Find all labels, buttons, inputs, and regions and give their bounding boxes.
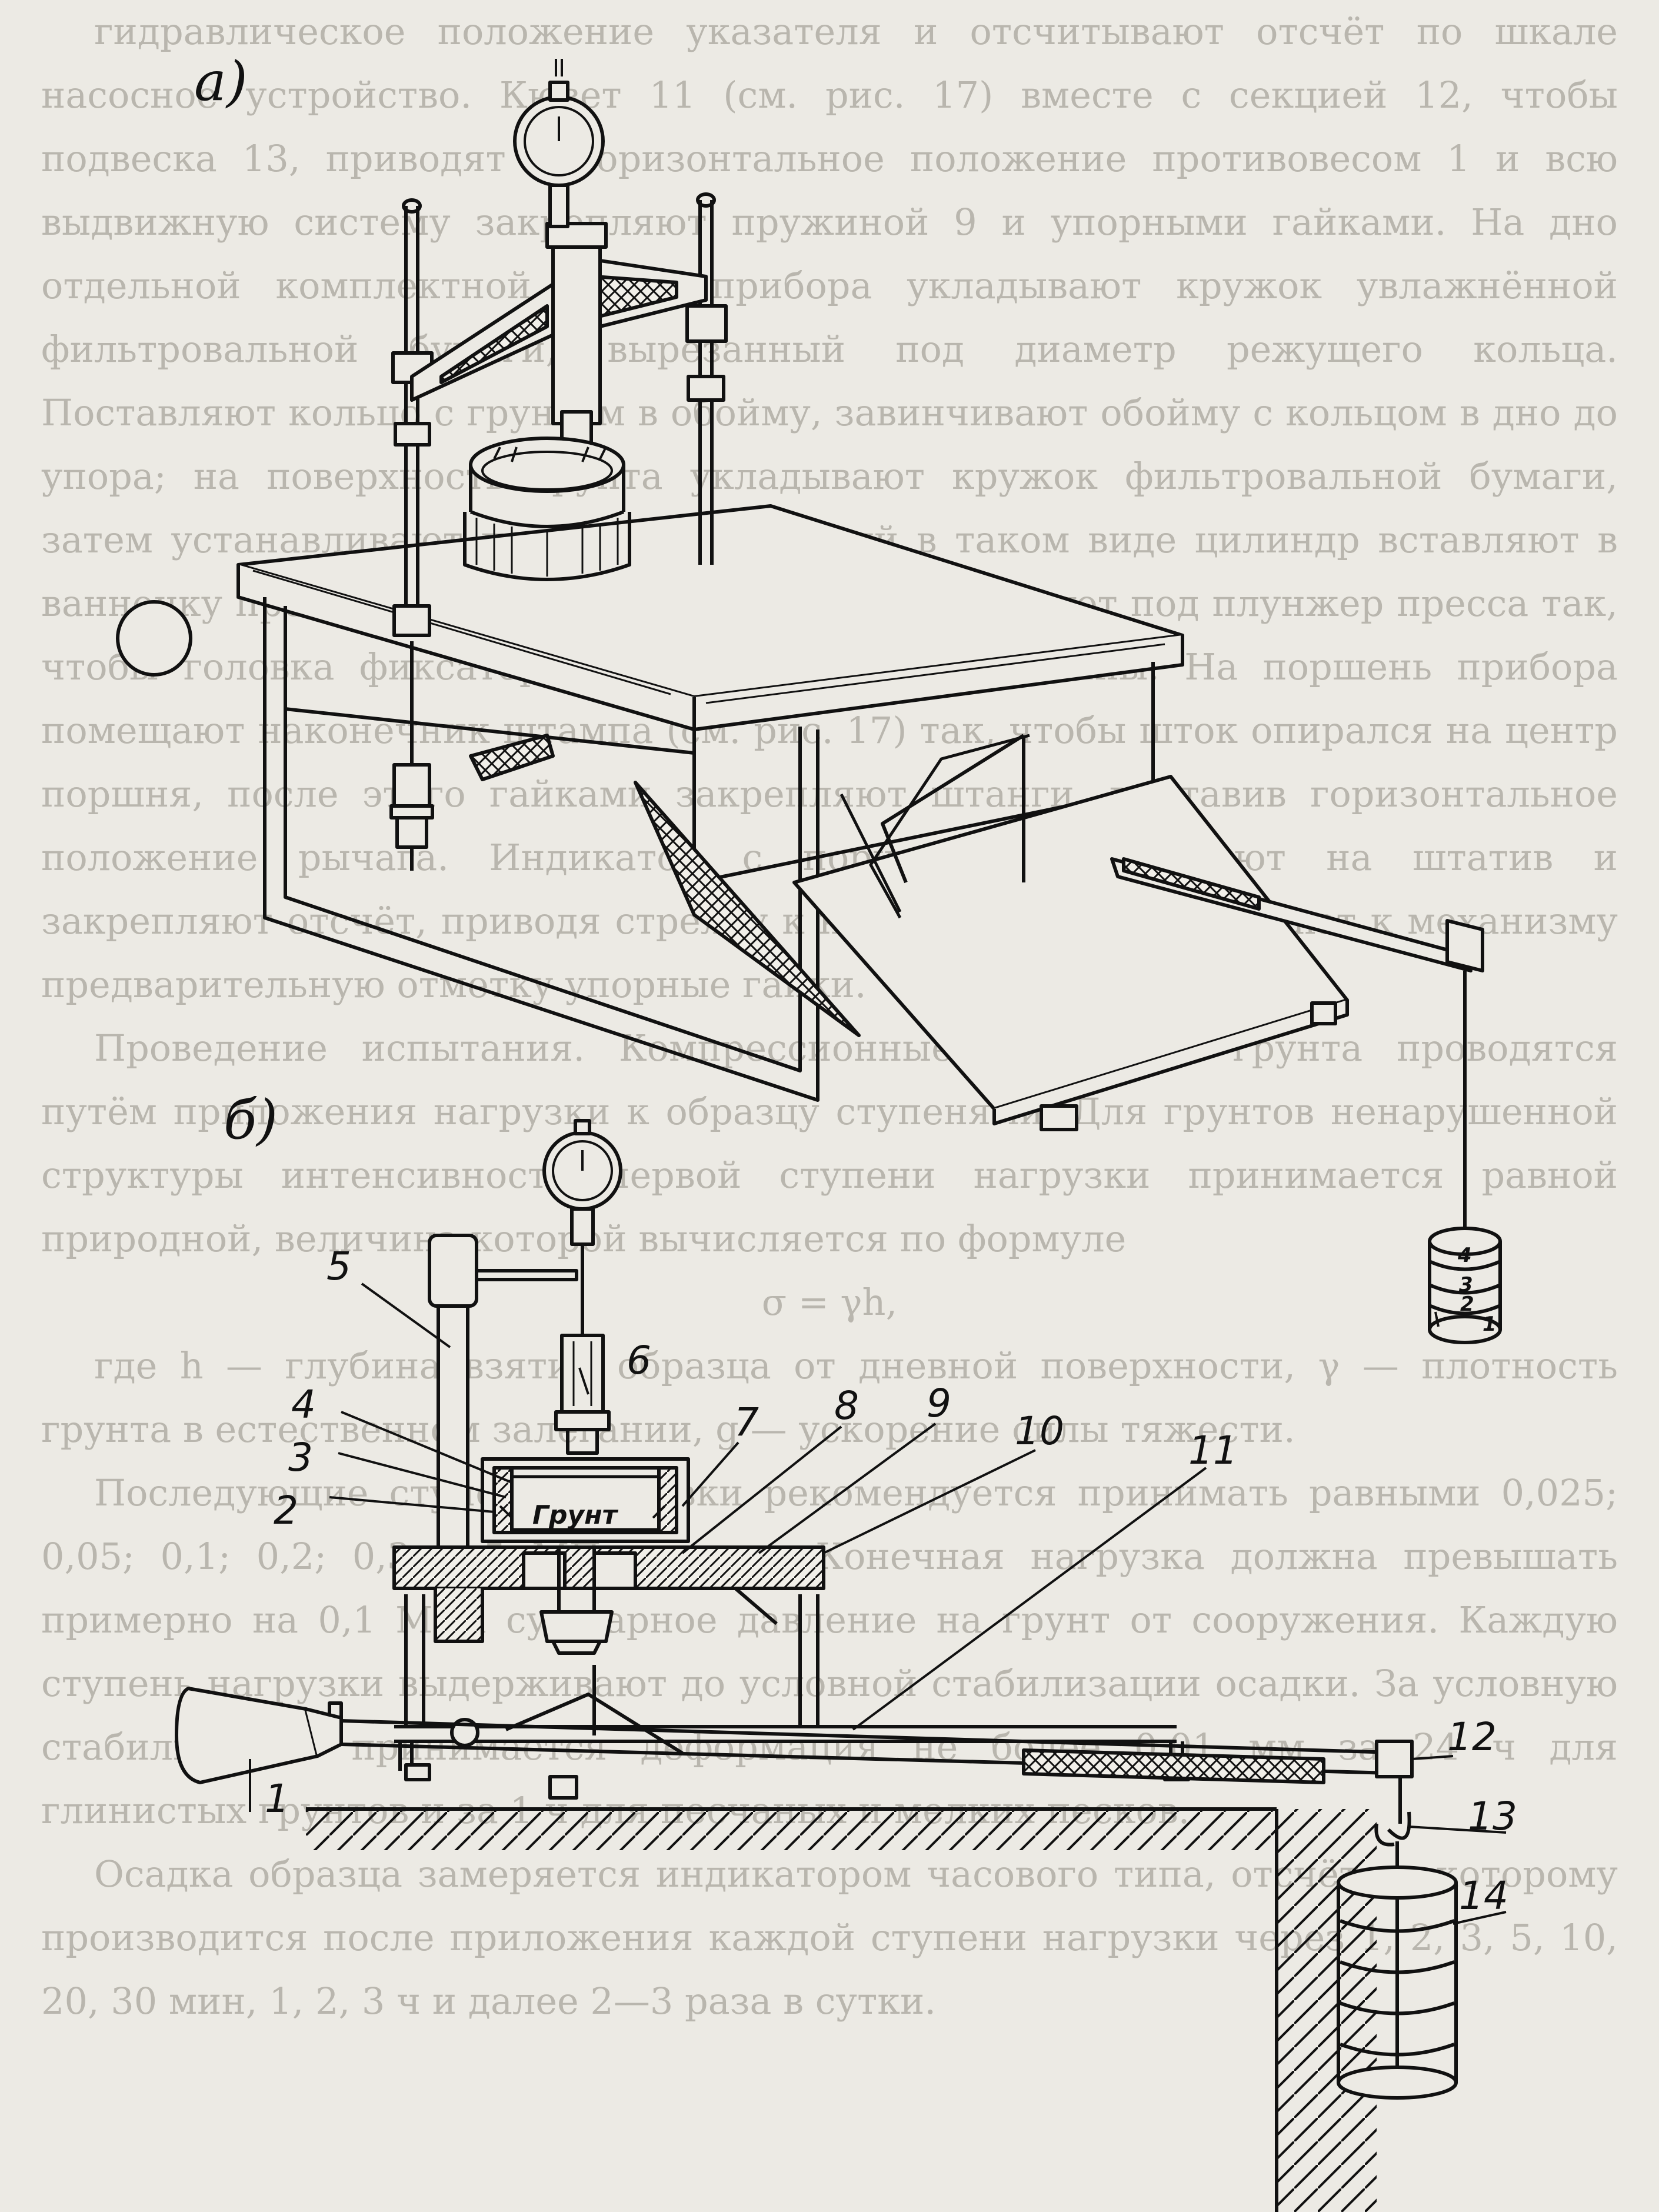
callout-11: 11 [1188, 1428, 1238, 1473]
panel-b-weights [1337, 1865, 1458, 2100]
weight-label-3: 3 [1459, 1273, 1473, 1297]
callout-1: 1 [265, 1776, 289, 1821]
callout-13: 13 [1468, 1794, 1517, 1839]
callout-9: 9 [927, 1381, 951, 1426]
callout-5: 5 [327, 1244, 351, 1289]
callout-2: 2 [274, 1488, 298, 1533]
panel-a-weights [1428, 1227, 1502, 1344]
panel-a-weight-labels: 4 3 2 1 [1457, 1244, 1497, 1336]
panel-b-device [175, 1119, 1458, 2212]
bg-paragraph-3: где h — глубина взятия образца от дневно… [41, 1344, 1618, 1451]
callout-labels: 1 2 3 4 5 6 7 8 9 10 11 12 13 14 [265, 1244, 1517, 1918]
panel-a-device [116, 59, 1502, 1344]
callout-8: 8 [834, 1383, 859, 1428]
weight-label-4: 4 [1457, 1244, 1472, 1267]
callout-6: 6 [627, 1338, 651, 1383]
weight-label-2: 2 [1460, 1292, 1474, 1316]
panel-b-label: б) [224, 1088, 278, 1151]
callout-14: 14 [1459, 1873, 1508, 1918]
weight-label-1: 1 [1483, 1312, 1497, 1336]
bg-paragraph-4: Последующие ступени нагрузки рекомендует… [41, 1471, 1618, 1832]
bg-paragraph-2: Проведение испытания. Компрессионные исп… [41, 1027, 1618, 1260]
callout-7: 7 [734, 1400, 759, 1445]
callout-4: 4 [291, 1382, 316, 1427]
callout-leaders [249, 1282, 1507, 1925]
callout-12: 12 [1447, 1714, 1497, 1760]
soil-label: Грунт [532, 1500, 619, 1530]
callout-10: 10 [1015, 1408, 1064, 1454]
panel-a-label: а) [194, 50, 248, 113]
bg-paragraph-1: гидравлическое положение указателя и отс… [41, 10, 1618, 1006]
bg-formula: σ = γh, [761, 1281, 898, 1324]
callout-3: 3 [288, 1435, 313, 1480]
